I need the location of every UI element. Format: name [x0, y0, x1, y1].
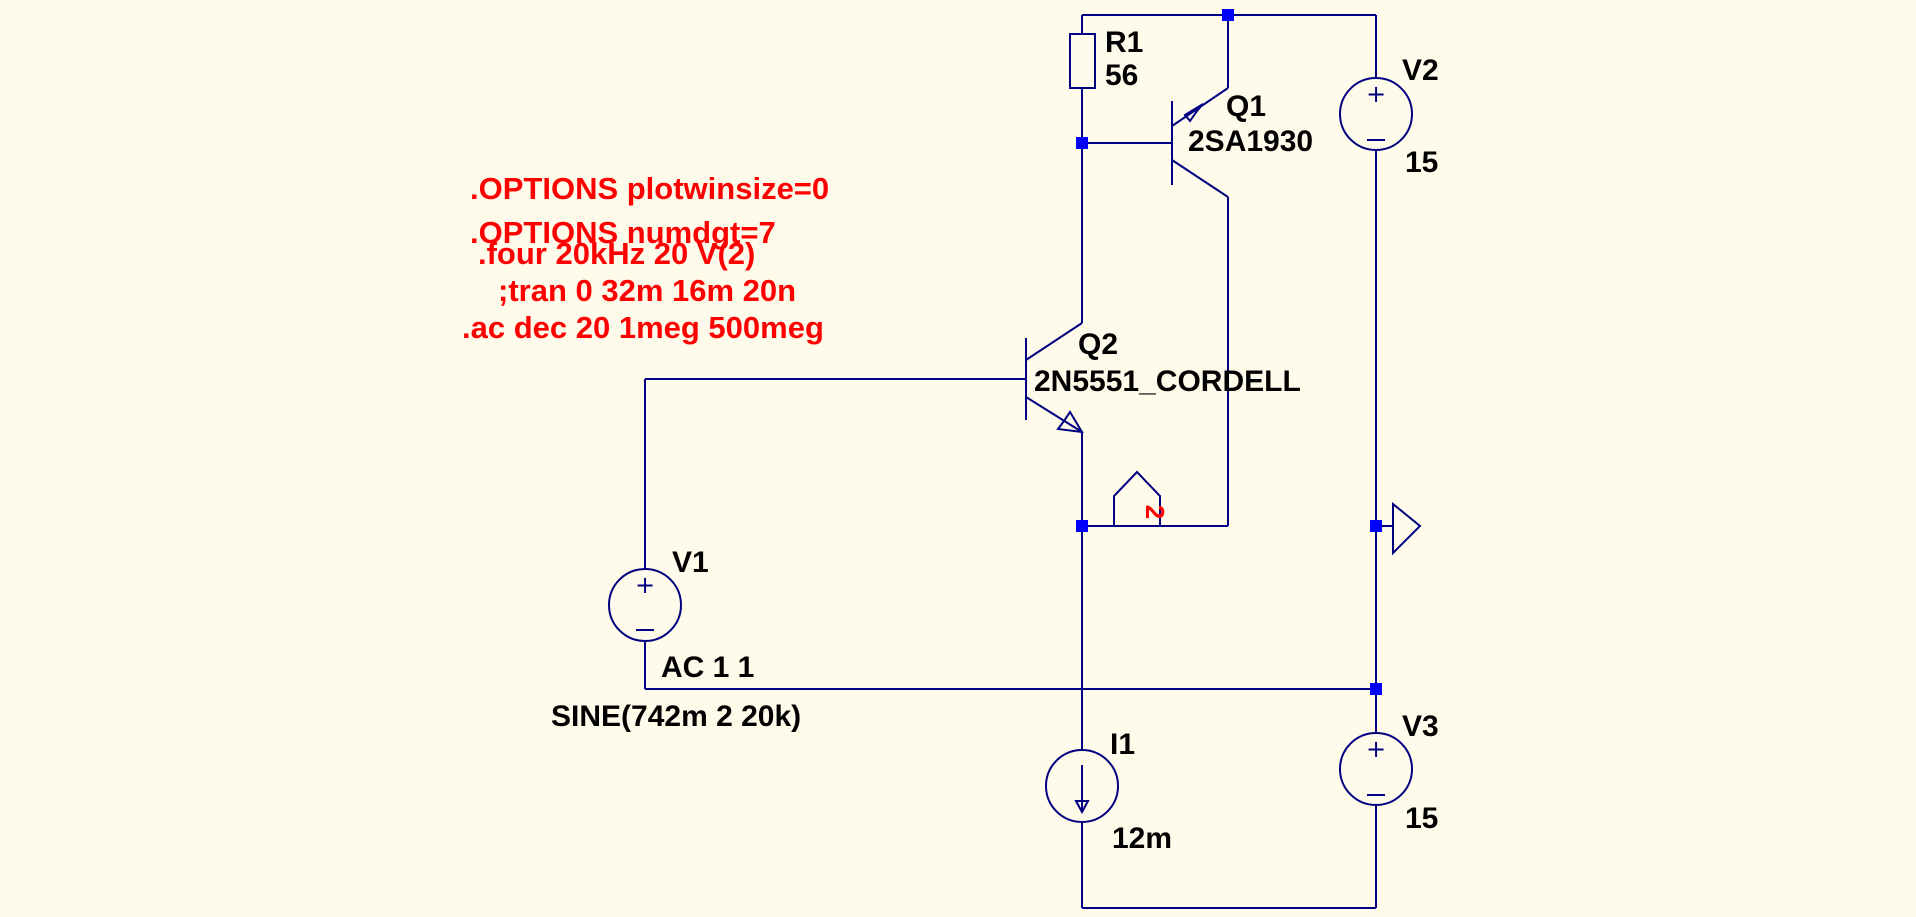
net-label-flag-shape [1113, 470, 1161, 526]
net-label-flag[interactable]: 2 [1113, 470, 1170, 526]
directive-tran-comment[interactable]: ;tran 0 32m 16m 20n [498, 273, 796, 308]
plus-sign-icon: + [1366, 735, 1386, 763]
net-label-flag-text: 2 [1140, 505, 1170, 519]
junction-dot [1370, 683, 1382, 695]
q1-ref-label[interactable]: Q1 [1226, 90, 1266, 123]
junction-dot [1370, 520, 1382, 532]
v2-value-label[interactable]: 15 [1405, 146, 1438, 179]
junctions [1076, 9, 1382, 695]
transistor-q1[interactable] [1171, 65, 1229, 198]
junction-dot [1076, 137, 1088, 149]
v1-ref-label[interactable]: V1 [672, 546, 709, 579]
v1-source-label[interactable]: SINE(742m 2 20k) [551, 700, 801, 733]
q2-model-label[interactable]: 2N5551_CORDELL [1034, 365, 1301, 398]
ground-icon [1392, 501, 1422, 556]
voltage-source-v1-body [608, 568, 682, 642]
transistor-q2-arrow [1056, 410, 1084, 434]
junction-dot [1076, 520, 1088, 532]
q1-model-label[interactable]: 2SA1930 [1188, 125, 1313, 158]
v3-value-label[interactable]: 15 [1405, 802, 1438, 835]
v3-ref-label[interactable]: V3 [1402, 710, 1439, 743]
resistor-r1-body[interactable] [1069, 33, 1096, 89]
voltage-source-v2[interactable]: + [1339, 77, 1413, 151]
transistor-q2-collector-leg [1025, 322, 1083, 361]
voltage-source-v1[interactable]: + [608, 568, 682, 642]
i1-value-label[interactable]: 12m [1112, 822, 1172, 855]
spice-directives: .OPTIONS plotwinsize=0 .OPTIONS numdgt=7… [462, 171, 829, 345]
v1-ac-label[interactable]: AC 1 1 [661, 651, 754, 684]
directive-options-numdgt[interactable]: .OPTIONS numdgt=7 [470, 215, 776, 250]
q2-ref-label[interactable]: Q2 [1078, 328, 1118, 361]
plus-sign-icon: + [635, 571, 655, 599]
transistor-q2[interactable] [1025, 313, 1084, 434]
resistor-r1[interactable] [1069, 33, 1096, 89]
arrow-down-head-icon [1074, 800, 1090, 815]
v2-ref-label[interactable]: V2 [1402, 54, 1439, 87]
voltage-source-v3[interactable]: + [1339, 732, 1413, 806]
voltage-source-v3-body [1339, 732, 1413, 806]
transistor-q1-arrow [1183, 103, 1204, 123]
directive-four[interactable]: .four 20kHz 20 V(2) [478, 236, 755, 271]
r1-value-label[interactable]: 56 [1105, 59, 1138, 92]
i1-ref-label[interactable]: I1 [1110, 728, 1135, 761]
r1-ref-label[interactable]: R1 [1105, 26, 1143, 59]
plus-sign-icon: + [1366, 80, 1386, 108]
directive-options-plotwinsize[interactable]: .OPTIONS plotwinsize=0 [470, 171, 829, 206]
current-source-i1[interactable] [1045, 749, 1119, 823]
directive-ac[interactable]: .ac dec 20 1meg 500meg [462, 310, 824, 345]
transistor-q2-emitter-leg [1025, 396, 1083, 433]
ground-symbol[interactable] [1392, 501, 1422, 556]
current-source-i1-body [1045, 749, 1119, 823]
junction-dot [1222, 9, 1234, 21]
component-labels: R1 56 Q1 2SA1930 Q2 2N5551_CORDELL V1 AC… [551, 26, 1439, 855]
wires [644, 14, 1393, 909]
transistor-q1-collector-leg [1171, 159, 1229, 198]
voltage-source-v2-body [1339, 77, 1413, 151]
